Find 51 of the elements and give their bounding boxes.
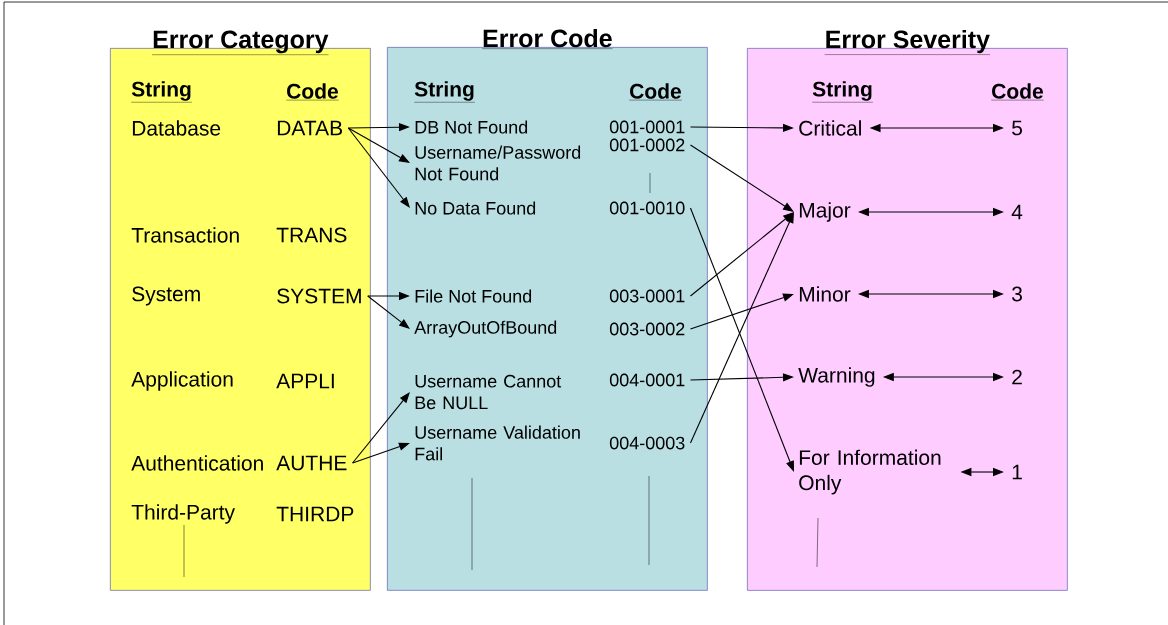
value-text: Database — [132, 120, 221, 136]
value-text: 5 — [1012, 120, 1022, 136]
value-text: 3 — [1012, 286, 1022, 302]
value-text: Critical — [799, 120, 861, 136]
value-text: Transaction — [131, 227, 239, 243]
node-label: Error Code — [483, 28, 612, 48]
value-text: Major — [799, 202, 851, 222]
value-text: ArrayOutOfBound — [414, 320, 557, 338]
value-text: Application — [131, 371, 233, 391]
value-text: System — [132, 286, 200, 306]
value-text: 1 — [1012, 464, 1022, 480]
value-text: 003-0001 — [609, 289, 685, 303]
value-text: File Not Found — [415, 289, 532, 303]
value-text: DB Not Found — [415, 120, 528, 134]
arrow — [689, 144, 794, 212]
value-text: Username/Password Not Found — [415, 145, 581, 181]
value-text: 001-0001 — [609, 120, 685, 134]
value-text: Username Validation Fail — [415, 425, 580, 461]
value-text: 2 — [1012, 369, 1022, 385]
column-header: Code — [629, 83, 682, 101]
arrow — [347, 127, 410, 208]
value-text: Minor — [799, 286, 851, 302]
arrow — [352, 392, 410, 464]
arrow — [347, 127, 410, 163]
value-text: 4 — [1011, 204, 1023, 220]
value-text: Username Cannot Be NULL — [415, 374, 562, 410]
arrow — [689, 212, 794, 297]
value-text: 004-0001 — [609, 373, 685, 387]
column-header: String — [812, 81, 874, 103]
arrow — [689, 293, 794, 330]
value-text: Third-Party — [131, 504, 235, 524]
value-text: 003-0002 — [609, 322, 685, 336]
column-header: Code — [286, 83, 339, 101]
arrow — [352, 442, 410, 464]
value-text: TRANS — [276, 227, 347, 243]
value-text: For Information Only — [799, 449, 941, 495]
value-text: AUTHE — [276, 455, 347, 471]
value-text: No Data Found — [415, 201, 536, 215]
arrow — [367, 295, 410, 329]
value-text: 001-0002 — [609, 138, 685, 152]
value-text: 004-0003 — [609, 436, 685, 450]
column-header: String — [131, 81, 193, 103]
column-header: Code — [991, 83, 1044, 101]
value-text: APPLI — [276, 373, 334, 389]
value-text: SYSTEM — [277, 288, 361, 304]
value-text: 001-0010 — [609, 201, 685, 215]
value-text: Warning — [798, 367, 875, 387]
column-header: String — [414, 81, 476, 103]
value-text: DATAB — [277, 120, 342, 136]
value-text: THIRDP — [276, 506, 354, 522]
value-text: Authentication — [131, 455, 263, 471]
